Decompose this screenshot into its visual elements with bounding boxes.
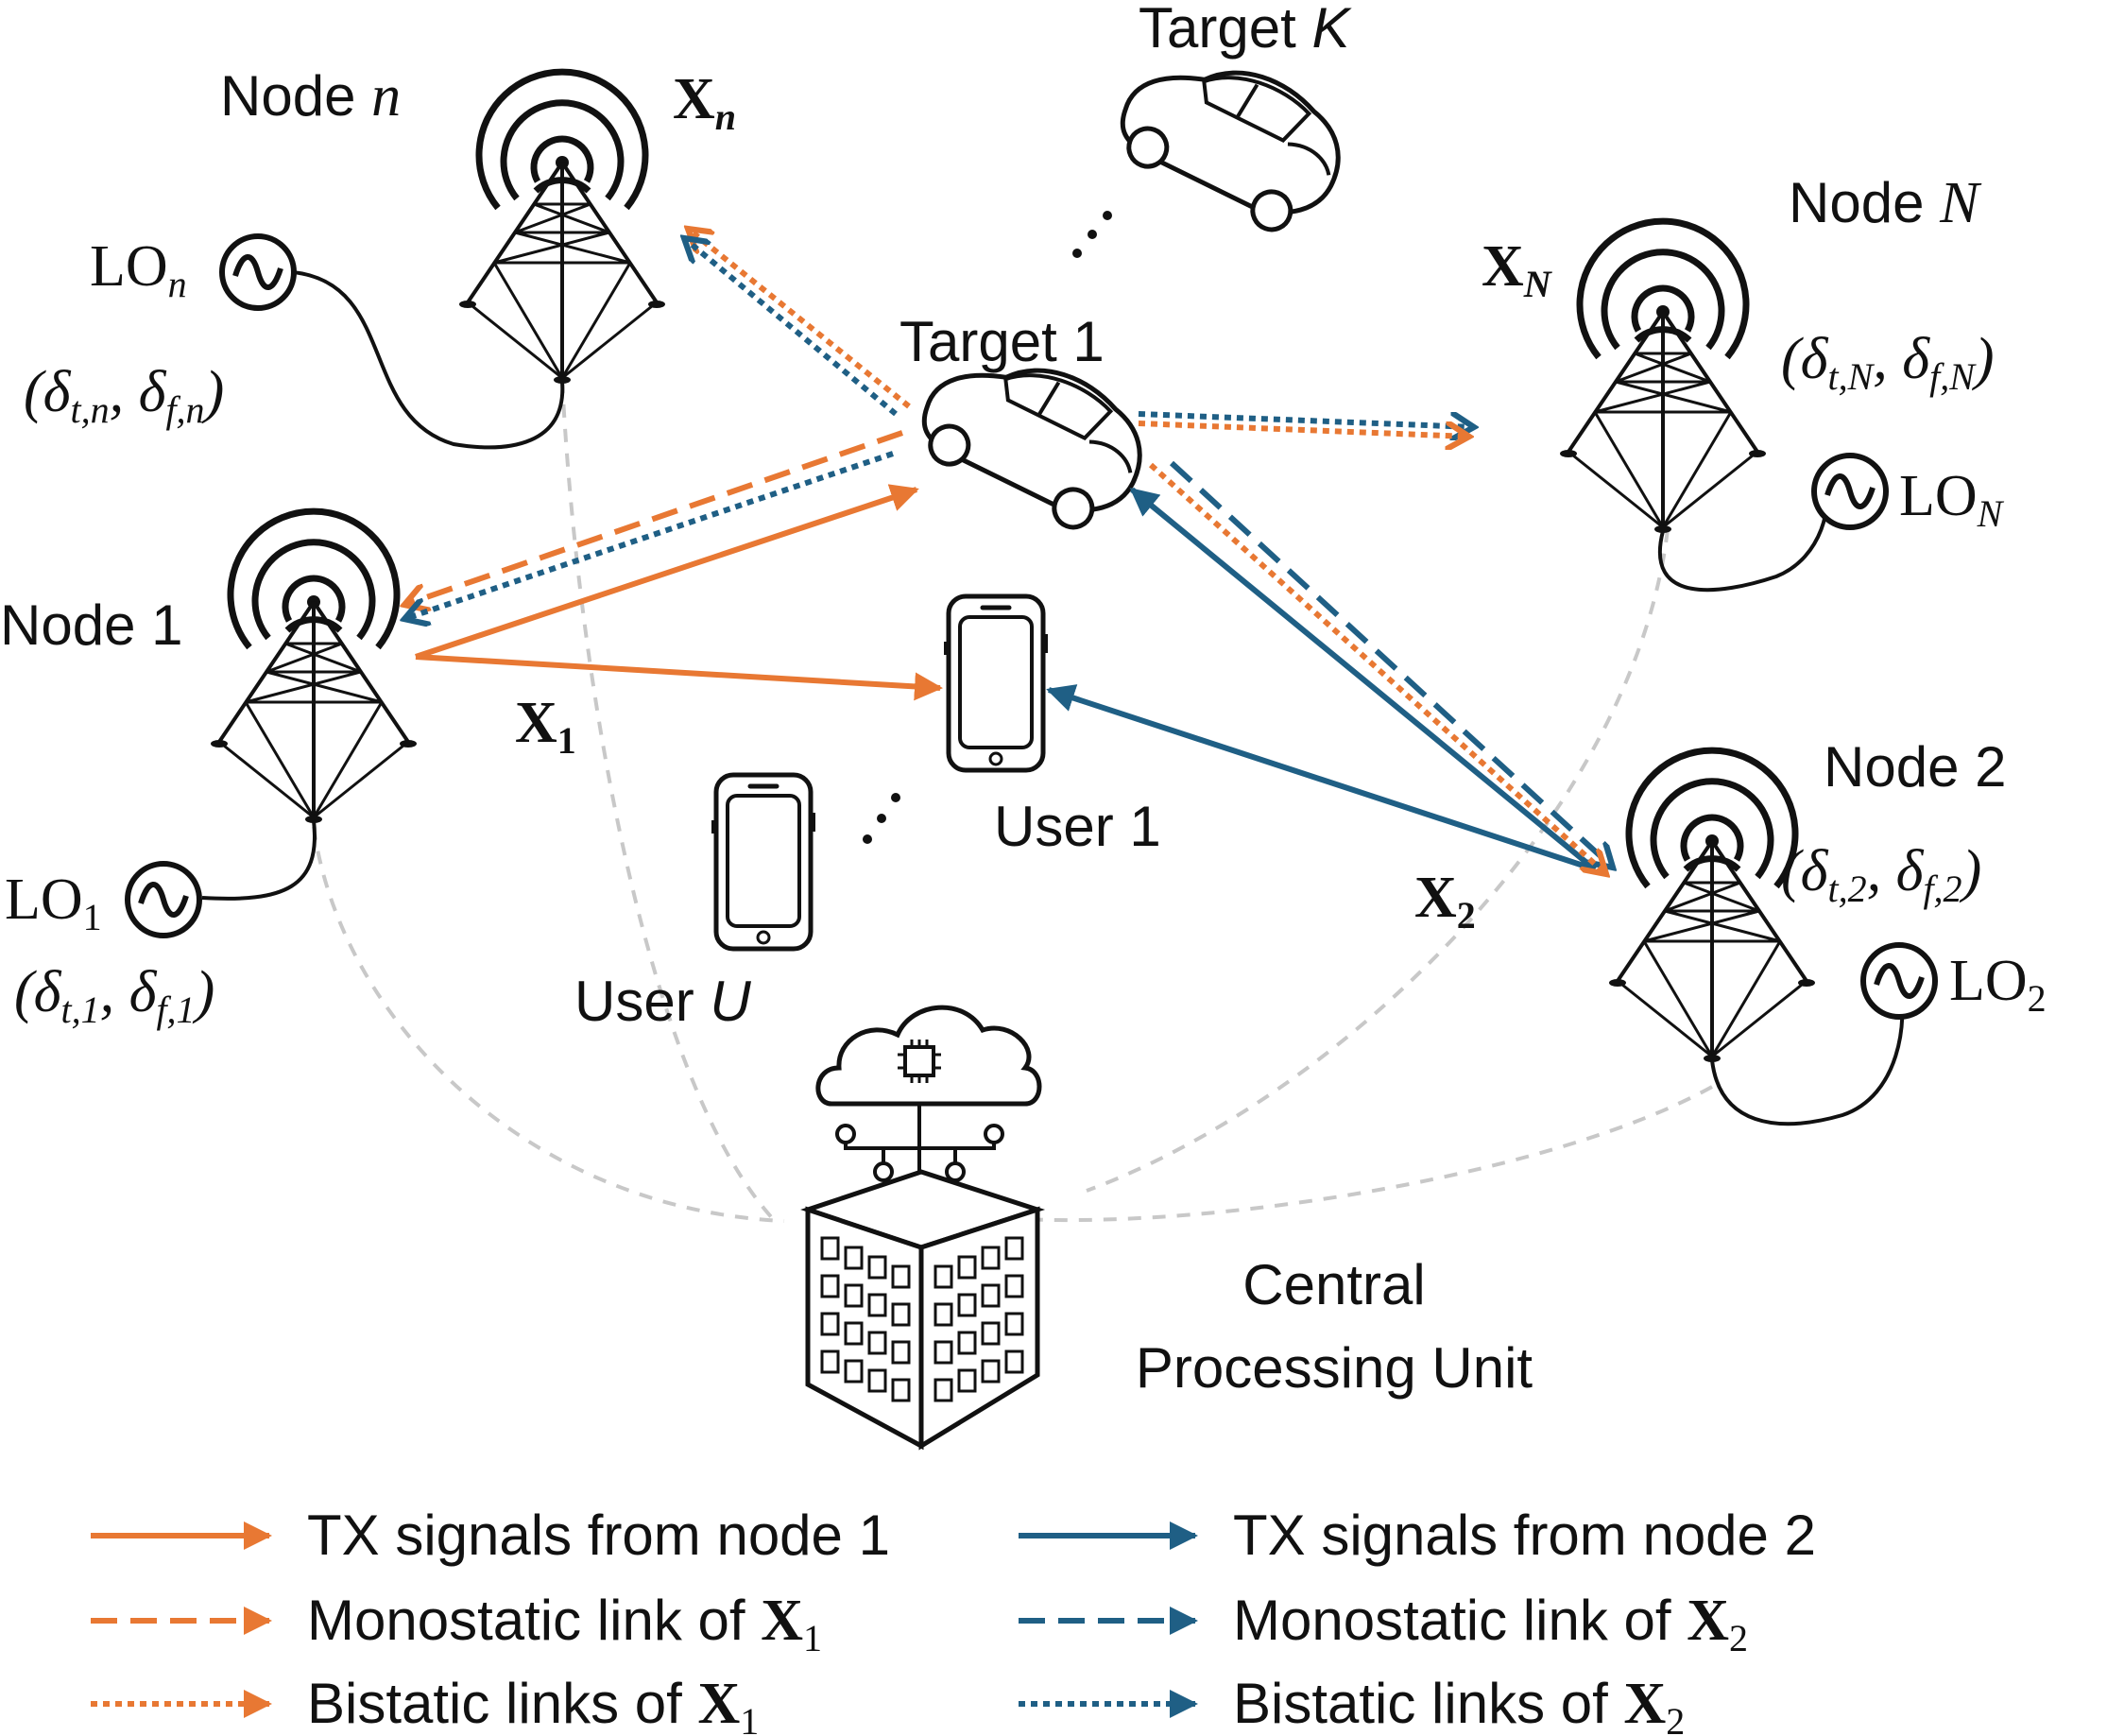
node-N-label: Node N <box>1789 171 1982 235</box>
node-N-lo-label: LON <box>1899 464 2005 535</box>
legend-label-mono2: Monostatic link of X2 <box>1233 1589 1748 1659</box>
node-2-label: Node 2 <box>1824 735 2006 799</box>
node-1-label: Node 1 <box>0 593 182 657</box>
node-n-signal: Xn <box>673 67 736 138</box>
node-1-offsets: (δt,1, δf,1) <box>14 960 214 1031</box>
user-U-phone-icon <box>711 775 815 949</box>
tx-node2-to-user1 <box>1046 684 1596 872</box>
legend-label-bi2: Bistatic links of X2 <box>1233 1672 1685 1736</box>
lo-1-oscillator-icon <box>128 864 199 936</box>
signal-links <box>404 229 1613 874</box>
node-n-tower <box>459 72 665 384</box>
tx-node2-to-target1 <box>1129 487 1597 872</box>
target-K-car-icon <box>1104 37 1359 245</box>
node-1-tower <box>211 511 417 823</box>
user-U-label: User U <box>574 970 751 1033</box>
bi-x1-to-node-n <box>688 229 911 409</box>
node-1-signal: X1 <box>515 691 576 762</box>
legend-label-tx1: TX signals from node 1 <box>307 1504 890 1567</box>
mono-x2-link <box>1169 460 1613 868</box>
cpu-label-line2: Processing Unit <box>1136 1336 1533 1400</box>
bi-x1-to-node2 <box>1148 462 1606 874</box>
node-N-signal: XN <box>1482 234 1553 305</box>
lo-n-oscillator-icon <box>222 236 294 308</box>
target-K-label: Target K <box>1139 0 1352 60</box>
user-1-phone-icon <box>944 596 1048 770</box>
legend-label-bi1: Bistatic links of X1 <box>307 1672 759 1736</box>
tx-node1-to-target1 <box>415 484 919 660</box>
node-n-offsets: (δt,n, δf,n) <box>24 360 224 431</box>
bi-x2-to-node-n <box>684 238 898 417</box>
target-1-label: Target 1 <box>899 310 1105 373</box>
node-N-tower <box>1560 221 1766 533</box>
legend: TX signals from node 1 Monostatic link o… <box>91 1504 1816 1736</box>
legend-label-tx2: TX signals from node 2 <box>1233 1504 1816 1567</box>
mono-x1-link <box>404 430 903 605</box>
bi-x1-to-node-N <box>1138 421 1469 437</box>
tx-node1-to-user1 <box>415 654 943 701</box>
user-1-label: User 1 <box>994 795 1161 858</box>
cpu-building-icon <box>800 1005 1046 1451</box>
node-n-label: Node n <box>220 64 401 129</box>
lo-2-oscillator-icon <box>1863 945 1935 1017</box>
lo-N-oscillator-icon <box>1814 455 1886 527</box>
node-2-lo-label: LO2 <box>1949 949 2047 1020</box>
backhaul-links <box>312 379 1713 1223</box>
legend-label-mono1: Monostatic link of X1 <box>307 1589 822 1659</box>
node-2-tower <box>1609 750 1815 1062</box>
node-1-lo-label: LO1 <box>5 868 102 938</box>
node-2-offsets: (δt,2, δf,2) <box>1781 839 1981 910</box>
user-ellipsis <box>863 793 900 844</box>
target-ellipsis <box>1072 211 1112 258</box>
cpu-label-line1: Central <box>1242 1253 1425 1316</box>
node-n-lo-label: LOn <box>90 234 187 305</box>
node-N-offsets: (δt,N, δf,N) <box>1781 327 1995 398</box>
node-2-signal: X2 <box>1414 866 1476 937</box>
bi-x2-to-node1 <box>404 451 894 619</box>
